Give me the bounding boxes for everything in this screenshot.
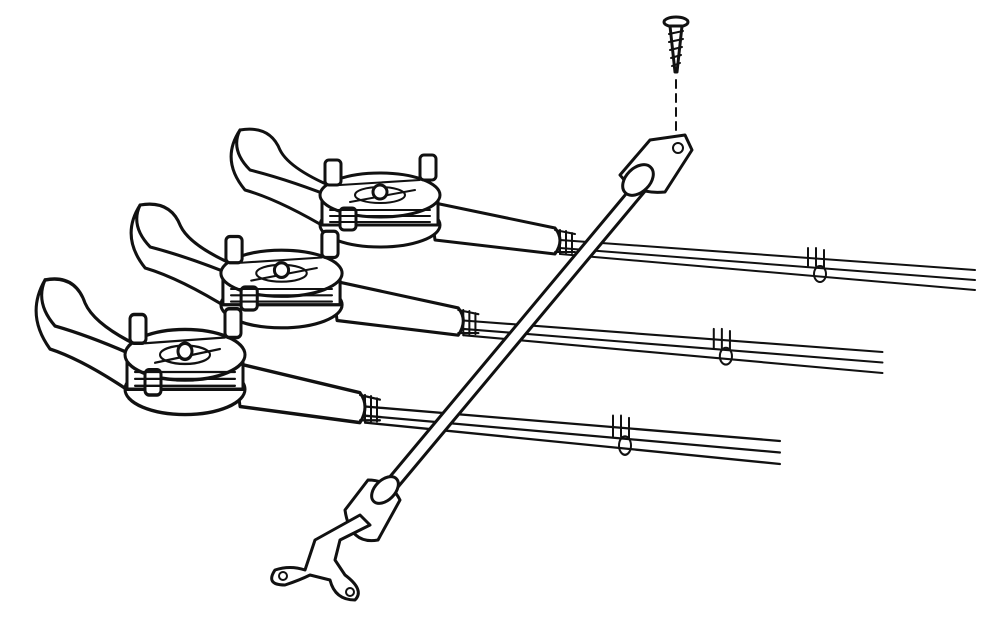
mounting-bracket [270, 513, 372, 602]
screw-icon [662, 15, 690, 136]
end-cap-top [618, 133, 694, 197]
rod-top [229, 127, 977, 292]
